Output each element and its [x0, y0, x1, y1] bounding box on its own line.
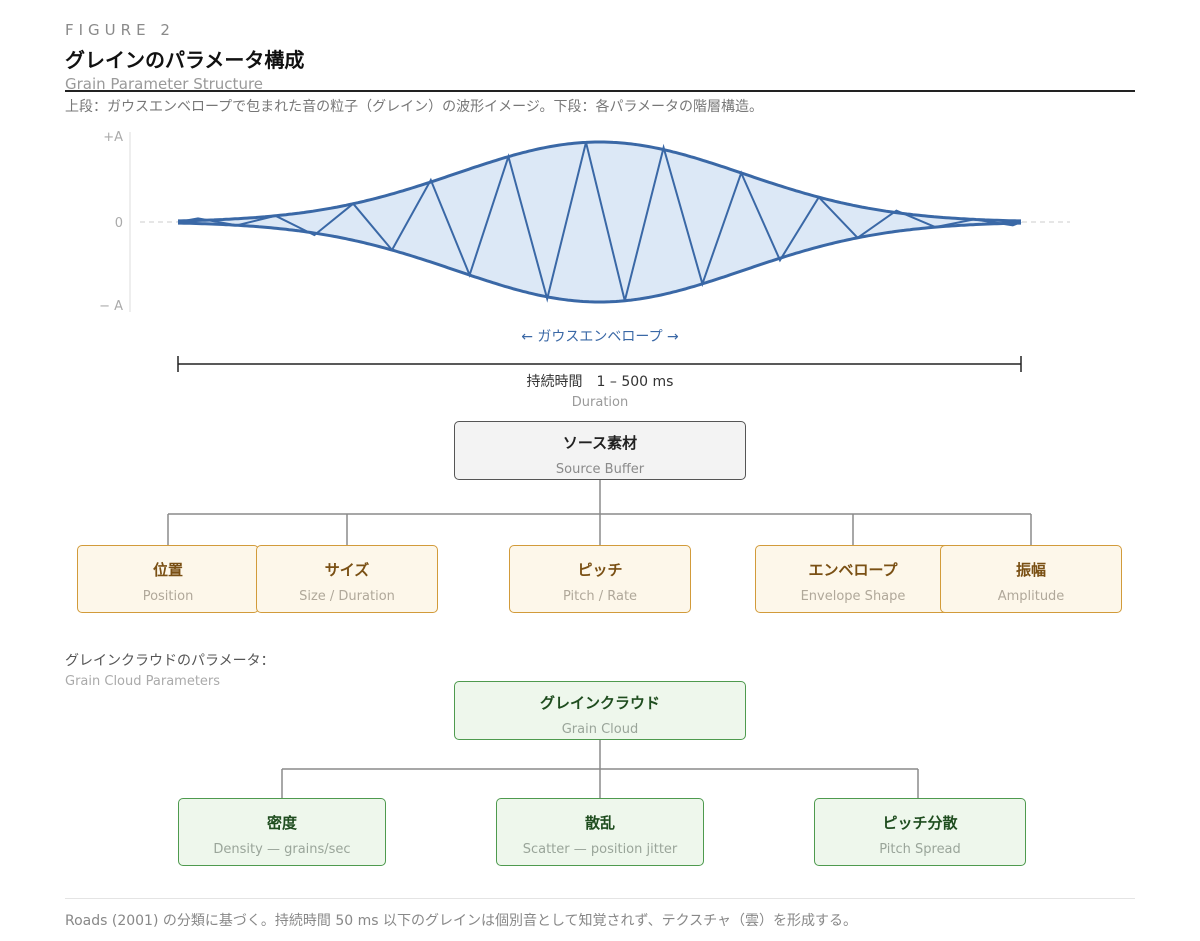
duration-label-en: Duration [571, 395, 629, 410]
figure-label: FIGURE 2 [65, 21, 175, 39]
node-sublabel: Size / Duration [299, 589, 395, 604]
node-source-buffer: ソース素材 Source Buffer [454, 421, 746, 480]
node-grain-cloud: グレインクラウド Grain Cloud [454, 681, 746, 740]
duration-label: 持続時間 1 – 500 ms [526, 374, 674, 390]
node-sublabel: Grain Cloud [561, 722, 639, 737]
node-label: グレインクラウド [539, 694, 660, 712]
node-size: サイズ Size / Duration [256, 545, 438, 613]
node-sublabel: Scatter — position jitter [522, 842, 678, 857]
node-label: ピッチ [577, 561, 623, 579]
node-label: 振幅 [1015, 561, 1046, 579]
node-sublabel: Source Buffer [555, 462, 645, 477]
node-amplitude: 振幅 Amplitude [940, 545, 1122, 613]
grain-waveform [129, 132, 1070, 372]
axis-label-plus-a: +A [103, 130, 123, 145]
footnote-rule [65, 898, 1135, 899]
axis-label-zero: 0 [114, 216, 123, 231]
oscillation-wave [177, 142, 1022, 303]
envelope-fill [178, 142, 1021, 302]
node-sublabel: Position [142, 589, 194, 604]
title-rule [65, 90, 1135, 92]
node-label: 位置 [152, 561, 183, 579]
node-sublabel: Pitch Spread [879, 842, 961, 857]
node-scatter: 散乱 Scatter — position jitter [496, 798, 704, 866]
envelope-upper-curve [178, 140, 1021, 223]
node-position: 位置 Position [77, 545, 259, 613]
node-sublabel: Envelope Shape [800, 589, 906, 604]
footnote: Roads (2001) の分類に基づく。持続時間 50 ms 以下のグレインは… [65, 913, 858, 929]
cloud-heading-en: Grain Cloud Parameters [65, 674, 221, 689]
node-label: 散乱 [584, 814, 615, 832]
node-pitch: ピッチ Pitch / Rate [509, 545, 691, 613]
node-label: ソース素材 [562, 434, 638, 452]
node-envelope: エンベロープ Envelope Shape [755, 545, 951, 613]
node-label: 密度 [266, 814, 297, 832]
node-sublabel: Pitch / Rate [562, 589, 638, 604]
cloud-heading: グレインクラウドのパラメータ： [65, 653, 275, 669]
node-label: サイズ [324, 561, 370, 579]
node-sublabel: Density — grains/sec [213, 842, 351, 857]
figure-title: グレインのパラメータ構成 [65, 48, 305, 72]
figure-title-en: Grain Parameter Structure [65, 75, 264, 93]
node-sublabel: Amplitude [997, 589, 1065, 604]
figure-caption: 上段：ガウスエンベロープで包まれた音の粒子（グレイン）の波形イメージ。下段：各パ… [65, 99, 764, 115]
axis-label-minus-a: − A [99, 299, 123, 314]
node-label: エンベロープ [808, 561, 898, 579]
envelope-lower-curve [178, 221, 1021, 304]
envelope-label: ← ガウスエンベロープ → [521, 329, 679, 345]
node-label: ピッチ分散 [882, 814, 958, 832]
node-pitch-spread: ピッチ分散 Pitch Spread [814, 798, 1026, 866]
node-density: 密度 Density — grains/sec [178, 798, 386, 866]
